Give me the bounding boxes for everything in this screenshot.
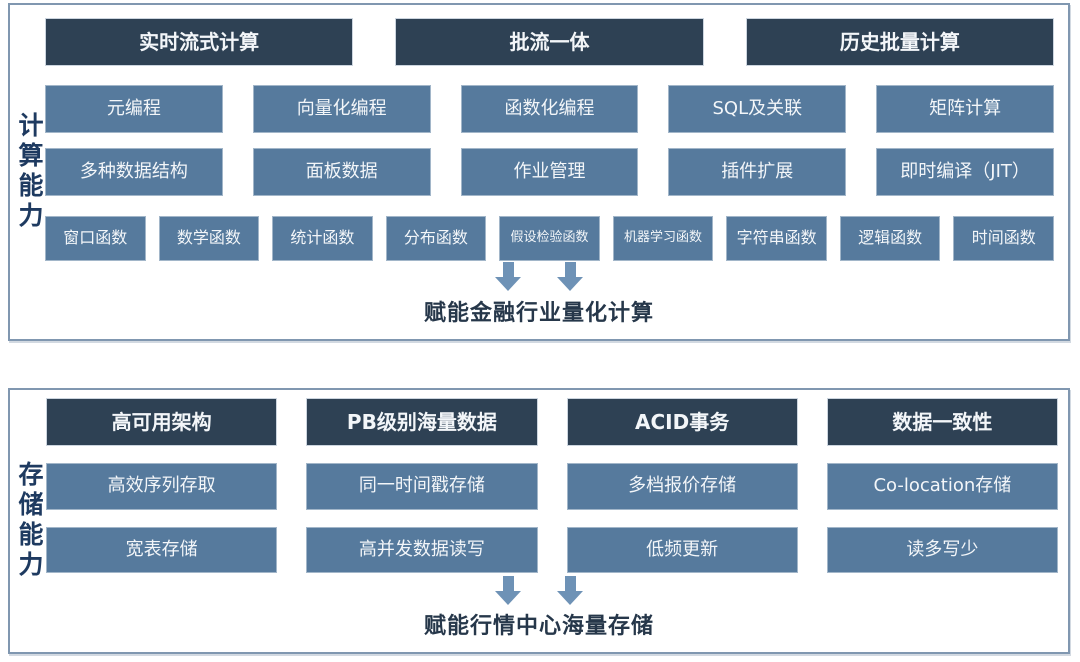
down-arrow-icon — [557, 576, 583, 608]
compute-header-row: 实时流式计算 批流一体 历史批量计算 — [45, 18, 1054, 66]
down-arrow-icon — [495, 262, 521, 294]
compute-caption: 赋能金融行业量化计算 — [423, 301, 654, 326]
storage-item-box: 读多写少 — [826, 527, 1058, 573]
compute-header-box: 批流一体 — [395, 18, 704, 66]
function-box: 假设检验函数 — [499, 216, 600, 261]
storage-item-box: Co-location存储 — [826, 463, 1058, 510]
feature-box: 函数化编程 — [460, 85, 639, 133]
feature-box: 插件扩展 — [668, 148, 847, 196]
feature-box: 即时编译（JIT） — [876, 148, 1054, 196]
function-box: 数学函数 — [158, 216, 260, 261]
storage-item-row-1: 高效序列存取 同一时间戳存储 多档报价存储 Co-location存储 — [46, 463, 1058, 510]
compute-header-box: 历史批量计算 — [745, 18, 1054, 66]
feature-box: 矩阵计算 — [876, 85, 1054, 133]
feature-box: 向量化编程 — [252, 85, 431, 133]
function-box: 逻辑函数 — [839, 216, 941, 261]
storage-caption: 赋能行情中心海量存储 — [423, 614, 654, 639]
storage-side-label: 存储能力 — [15, 461, 44, 581]
storage-header-box: 数据一致性 — [826, 398, 1058, 446]
compute-side-label: 计算能力 — [15, 112, 44, 232]
feature-box: 元编程 — [45, 85, 223, 133]
feature-box: SQL及关联 — [668, 85, 847, 133]
function-box: 分布函数 — [385, 216, 487, 261]
compute-function-row: 窗口函数 数学函数 统计函数 分布函数 假设检验函数 机器学习函数 字符串函数 … — [45, 216, 1054, 261]
storage-item-row-2: 宽表存储 高并发数据读写 低频更新 读多写少 — [46, 527, 1058, 573]
storage-item-box: 同一时间戳存储 — [306, 463, 538, 510]
function-box: 统计函数 — [272, 216, 373, 261]
storage-item-box: 低频更新 — [566, 527, 798, 573]
storage-header-box: PB级别海量数据 — [306, 398, 538, 446]
storage-capability-panel: 存储能力 高可用架构 PB级别海量数据 ACID事务 数据一致性 高效序列存取 … — [8, 388, 1070, 654]
function-box: 窗口函数 — [45, 216, 146, 261]
storage-item-box: 宽表存储 — [46, 527, 278, 573]
function-box: 时间函数 — [953, 216, 1054, 261]
compute-arrows — [10, 262, 1068, 294]
compute-feature-row-1: 元编程 向量化编程 函数化编程 SQL及关联 矩阵计算 — [45, 85, 1054, 133]
storage-item-box: 高并发数据读写 — [306, 527, 538, 573]
compute-feature-row-2: 多种数据结构 面板数据 作业管理 插件扩展 即时编译（JIT） — [45, 148, 1054, 196]
feature-box: 面板数据 — [252, 148, 431, 196]
down-arrow-icon — [495, 576, 521, 608]
storage-item-box: 高效序列存取 — [46, 463, 278, 510]
compute-capability-panel: 计算能力 实时流式计算 批流一体 历史批量计算 元编程 向量化编程 函数化编程 … — [8, 3, 1070, 341]
function-box: 机器学习函数 — [612, 216, 714, 261]
storage-arrows — [10, 576, 1068, 608]
storage-header-row: 高可用架构 PB级别海量数据 ACID事务 数据一致性 — [46, 398, 1058, 446]
storage-header-box: ACID事务 — [566, 398, 798, 446]
feature-box: 多种数据结构 — [45, 148, 223, 196]
storage-item-box: 多档报价存储 — [566, 463, 798, 510]
compute-header-box: 实时流式计算 — [45, 18, 354, 66]
down-arrow-icon — [557, 262, 583, 294]
feature-box: 作业管理 — [460, 148, 639, 196]
function-box: 字符串函数 — [726, 216, 827, 261]
storage-header-box: 高可用架构 — [46, 398, 278, 446]
